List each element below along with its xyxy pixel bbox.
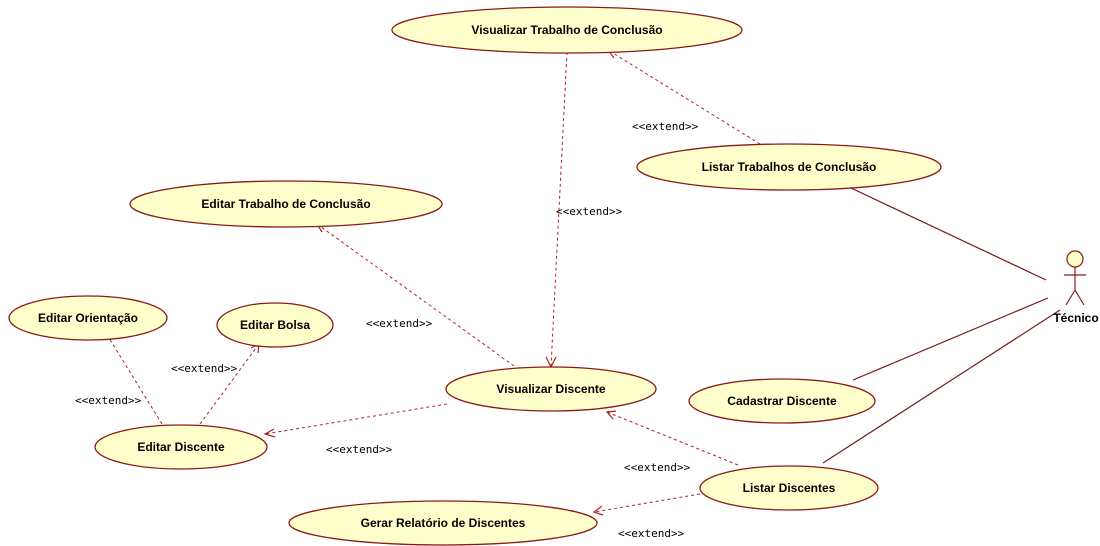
actor-icon bbox=[1064, 250, 1086, 306]
use-case-label: Editar Bolsa bbox=[240, 318, 310, 332]
extend-label: <<extend>> bbox=[326, 443, 393, 456]
use-case-listar-discentes[interactable]: Listar Discentes bbox=[699, 465, 879, 511]
extend-listar-discentes-to-gerar-relatorio bbox=[592, 493, 701, 516]
use-case-label: Listar Discentes bbox=[743, 481, 836, 495]
extend-label: <<extend>> bbox=[171, 362, 238, 375]
use-case-gerar-relatorio-discentes[interactable]: Gerar Relatório de Discentes bbox=[288, 500, 598, 546]
use-case-label: Listar Trabalhos de Conclusão bbox=[702, 160, 877, 174]
use-case-label: Editar Orientação bbox=[38, 311, 138, 325]
use-case-visualizar-discente[interactable]: Visualizar Discente bbox=[445, 366, 657, 412]
use-case-editar-orientacao[interactable]: Editar Orientação bbox=[8, 295, 168, 341]
use-case-label: Editar Discente bbox=[137, 440, 225, 454]
use-case-listar-trabalhos-conclusao[interactable]: Listar Trabalhos de Conclusão bbox=[636, 143, 942, 191]
extend-label: <<extend>> bbox=[366, 317, 433, 330]
actor-label: Técnico bbox=[1053, 311, 1098, 325]
use-case-label: Editar Trabalho de Conclusão bbox=[201, 197, 370, 211]
use-case-label: Gerar Relatório de Discentes bbox=[361, 516, 526, 530]
use-case-editar-trabalho-conclusao[interactable]: Editar Trabalho de Conclusão bbox=[129, 180, 443, 228]
extend-label: <<extend>> bbox=[618, 527, 685, 540]
association-listar-tc bbox=[850, 187, 1047, 281]
use-case-cadastrar-discente[interactable]: Cadastrar Discente bbox=[688, 378, 876, 424]
extend-visualizar-discente-to-editar-discente bbox=[263, 403, 448, 438]
extend-label: <<extend>> bbox=[75, 394, 142, 407]
association-cadastrar-discente bbox=[852, 297, 1049, 381]
use-case-editar-discente[interactable]: Editar Discente bbox=[94, 424, 268, 470]
extend-editar-discente-to-editar-orientacao bbox=[103, 328, 163, 425]
extend-editar-discente-to-editar-bolsa bbox=[199, 342, 260, 425]
use-case-label: Visualizar Trabalho de Conclusão bbox=[471, 23, 662, 37]
extend-visualizar-discente-to-editar-tc bbox=[315, 223, 515, 367]
association-listar-discentes bbox=[822, 309, 1061, 464]
use-case-editar-bolsa[interactable]: Editar Bolsa bbox=[216, 302, 334, 348]
use-case-label: Cadastrar Discente bbox=[727, 394, 837, 408]
extend-label: <<extend>> bbox=[556, 205, 623, 218]
extend-label: <<extend>> bbox=[632, 120, 699, 133]
actor-tecnico[interactable]: Técnico bbox=[1053, 250, 1099, 325]
use-case-label: Visualizar Discente bbox=[496, 382, 605, 396]
extend-listar-discentes-to-visualizar-discente bbox=[605, 410, 739, 466]
extend-label: <<extend>> bbox=[624, 461, 691, 474]
use-case-visualizar-trabalho-conclusao[interactable]: Visualizar Trabalho de Conclusão bbox=[391, 6, 743, 54]
